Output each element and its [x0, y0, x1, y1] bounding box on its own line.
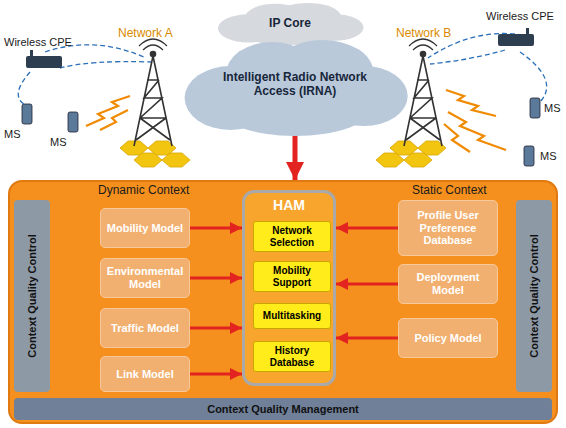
node-text: Network Selection — [257, 225, 327, 248]
ham-function-box: Network Selection — [253, 221, 331, 252]
radio-tower — [409, 39, 437, 50]
node-text: Environmental Model — [105, 265, 185, 290]
dashed-links — [430, 50, 505, 64]
quality-control-bar: Context Quality Control — [14, 200, 50, 392]
lightning — [86, 96, 130, 126]
context-heading: Dynamic Context — [98, 184, 189, 198]
radio-tower — [139, 39, 167, 50]
dashed-links — [18, 72, 30, 104]
illustration-label: MS — [540, 150, 557, 162]
illustration-label: Network B — [396, 26, 451, 40]
radio-tower — [134, 56, 172, 146]
flow-arrow — [293, 134, 298, 180]
radio-tower — [151, 52, 156, 57]
context-panel: Dynamic Context Static ContextContext Qua… — [8, 180, 558, 424]
flow-arrow — [190, 227, 242, 230]
node-text: IP Core — [269, 17, 311, 31]
mobile-phone — [22, 104, 32, 124]
context-model-box: Mobility Model — [100, 208, 190, 248]
quality-control-bar: Context Quality Control — [516, 200, 552, 392]
hex-cells — [120, 141, 446, 167]
flow-arrow — [336, 283, 398, 286]
node-text: Policy Model — [414, 332, 481, 345]
lightning — [446, 90, 496, 116]
node-text: Context Quality Management — [207, 403, 359, 416]
node-text: History Database — [257, 345, 327, 368]
mobile-phone — [68, 112, 78, 132]
cpe-device — [30, 50, 33, 58]
illustration-label: Wireless CPE — [486, 10, 554, 22]
flow-arrow — [190, 373, 242, 376]
node-text: Multitasking — [263, 310, 321, 322]
illustration-label: MS — [544, 102, 561, 114]
flow-arrow — [190, 277, 242, 280]
ham-function-box: Mobility Support — [253, 261, 331, 292]
ham-box: HAM Network SelectionMobility SupportMult… — [242, 190, 336, 386]
illustration-label: MS — [4, 128, 21, 140]
dashed-links — [520, 52, 547, 102]
context-model-box: Traffic Model — [100, 308, 190, 348]
node-text: Link Model — [116, 368, 173, 381]
context-heading: Static Context — [412, 184, 487, 198]
context-model-box: Link Model — [100, 356, 190, 392]
node-text: Context Quality Control — [528, 234, 541, 357]
context-model-box: Environmental Model — [100, 258, 190, 298]
hex-cells — [376, 153, 404, 167]
radio-tower — [134, 39, 442, 146]
context-model-box: Deployment Model — [398, 264, 498, 304]
node-text: Context Quality Control — [26, 234, 39, 357]
hex-cells — [404, 153, 432, 167]
node-text: Deployment Model — [403, 271, 493, 296]
mobile-phone — [530, 98, 540, 118]
context-model-box: Policy Model — [398, 318, 498, 358]
flow-arrow — [190, 327, 242, 330]
node-text: HAM — [273, 197, 305, 213]
flow-arrow — [336, 227, 398, 230]
node-text: Mobility Model — [107, 222, 183, 235]
network-cloud: IP Core — [215, 2, 365, 46]
node-text: Intelligent Radio Network Access (IRNA) — [220, 71, 370, 99]
flow-arrow — [336, 337, 398, 340]
lightning — [100, 110, 128, 130]
illustration-label: Wireless CPE — [4, 36, 72, 48]
illustration-label: Network A — [118, 26, 173, 40]
network-cloud: Intelligent Radio Network Access (IRNA) — [180, 38, 410, 138]
cpe-device — [526, 28, 529, 36]
hex-cells — [162, 153, 190, 167]
node-text: Profile User Preference Database — [403, 209, 493, 247]
node-text: Mobility Support — [257, 265, 327, 288]
lightning — [444, 124, 470, 152]
radio-tower — [421, 52, 426, 57]
ham-function-box: History Database — [253, 341, 331, 372]
node-text: Traffic Model — [111, 322, 179, 335]
ham-function-box: Multitasking — [253, 303, 331, 329]
hex-cells — [134, 153, 162, 167]
quality-management-bar: Context Quality Management — [14, 398, 552, 420]
dashed-links — [60, 62, 152, 68]
illustration-label: MS — [50, 136, 67, 148]
context-model-box: Profile User Preference Database — [398, 200, 498, 256]
radio-tower — [404, 56, 442, 146]
mobile-phone — [524, 146, 534, 166]
